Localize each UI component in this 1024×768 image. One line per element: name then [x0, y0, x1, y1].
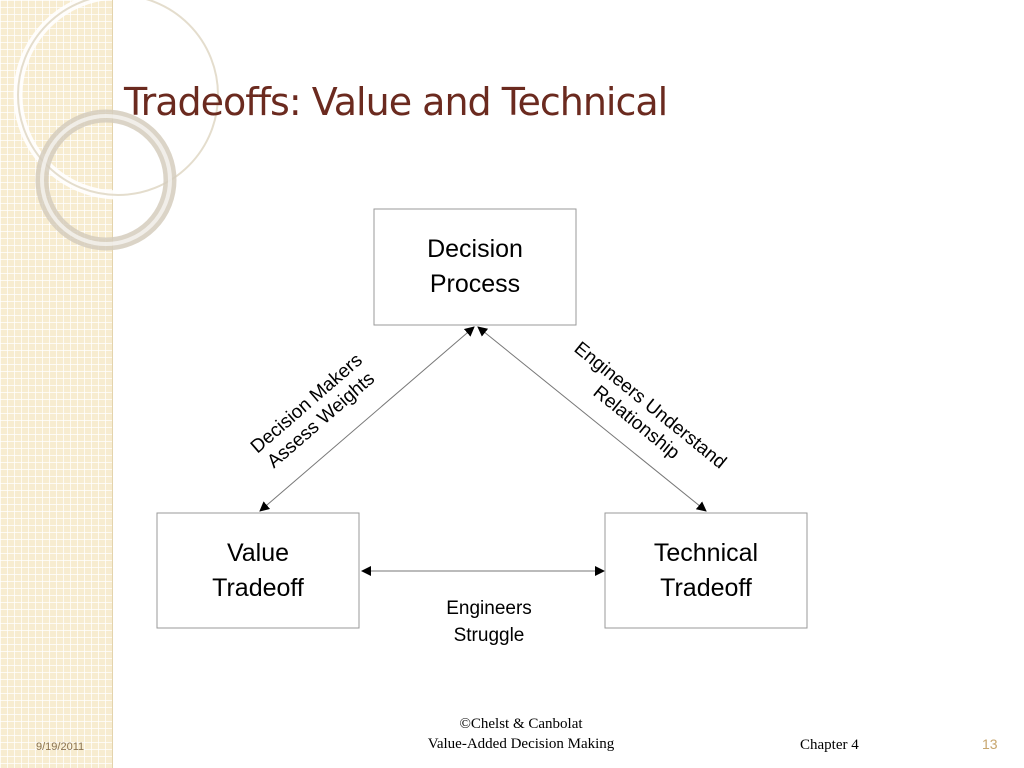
footer-date: 9/19/2011	[36, 741, 85, 753]
edge-label-right-line-1: Engineers Understand	[570, 338, 730, 473]
edge-decision-value	[259, 326, 475, 512]
node-value-tradeoff-box	[156, 512, 360, 629]
node-decision-process-box	[373, 208, 577, 326]
edge-label-right: Engineers Understand Relationship	[570, 338, 730, 473]
node-decision-process: Decision Process	[373, 208, 577, 326]
footer-chapter: Chapter 4	[800, 737, 859, 753]
edge-label-bottom-line-1: Engineers	[446, 598, 532, 619]
edge-decision-technical	[477, 326, 707, 512]
node-decision-process-label-2: Process	[430, 270, 520, 298]
footer-copyright: ©Chelst & Canbolat Value-Added Decision …	[380, 714, 662, 754]
node-technical-tradeoff-label-1: Technical	[654, 539, 758, 567]
node-technical-tradeoff: Technical Tradeoff	[604, 512, 808, 629]
footer-copyright-line-2: Value-Added Decision Making	[427, 736, 615, 752]
slide-title: Tradeoffs: Value and Technical	[124, 80, 668, 124]
footer-page-number: 13	[982, 736, 998, 752]
edge-label-bottom: Engineers Struggle	[446, 598, 532, 646]
edge-label-left: Decision Makers Assess Weights	[247, 350, 379, 473]
node-value-tradeoff-label-1: Value	[227, 539, 289, 567]
node-technical-tradeoff-label-2: Tradeoff	[660, 574, 752, 602]
footer-copyright-line-1: ©Chelst & Canbolat	[459, 716, 583, 732]
node-technical-tradeoff-box	[604, 512, 808, 629]
node-value-tradeoff-label-2: Tradeoff	[212, 574, 304, 602]
edge-label-bottom-line-2: Struggle	[454, 625, 525, 646]
node-value-tradeoff: Value Tradeoff	[156, 512, 360, 629]
node-decision-process-label-1: Decision	[427, 235, 523, 263]
